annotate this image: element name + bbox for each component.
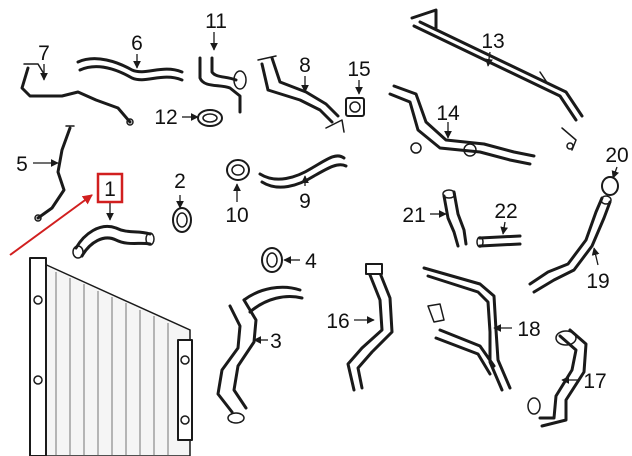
part-9-hose bbox=[258, 154, 348, 189]
leader-lines bbox=[33, 32, 620, 384]
callout-8: 8 bbox=[299, 54, 311, 77]
part-7-pipe bbox=[20, 63, 134, 126]
callouts: 1 2 3 4 5 6 7 8 9 10 11 12 13 14 15 16 1… bbox=[16, 10, 629, 393]
part-10-clamp bbox=[226, 159, 250, 181]
part-17-hose bbox=[527, 328, 588, 428]
part-15-gasket bbox=[345, 97, 365, 117]
radiator-core bbox=[55, 272, 169, 456]
highlight-arrow bbox=[9, 194, 93, 256]
radiator bbox=[29, 257, 193, 456]
callout-15: 15 bbox=[347, 58, 370, 81]
callout-13: 13 bbox=[481, 30, 504, 53]
leader-19 bbox=[591, 247, 600, 266]
part-3-hose bbox=[216, 285, 304, 424]
part-14-pipe bbox=[388, 84, 536, 166]
leader-20 bbox=[611, 166, 620, 179]
leader-22 bbox=[500, 221, 509, 235]
part-12-clamp bbox=[197, 109, 223, 127]
leader-13 bbox=[485, 51, 493, 67]
part-11-hose bbox=[198, 56, 247, 114]
callout-1: 1 bbox=[104, 178, 116, 201]
callout-21: 21 bbox=[402, 204, 425, 227]
callout-2: 2 bbox=[174, 170, 186, 193]
part-20-oring bbox=[601, 176, 619, 196]
callout-22: 22 bbox=[494, 200, 517, 223]
part-4-clamp bbox=[261, 247, 283, 273]
part-19-hose bbox=[528, 195, 612, 294]
callout-16: 16 bbox=[326, 310, 349, 333]
callout-19: 19 bbox=[586, 270, 609, 293]
callout-6: 6 bbox=[131, 32, 143, 55]
part-1-hose bbox=[72, 225, 155, 259]
callout-5: 5 bbox=[16, 153, 28, 176]
part-13-bar bbox=[410, 8, 584, 151]
callout-7: 7 bbox=[38, 42, 50, 65]
part-18-hose bbox=[422, 266, 512, 392]
callout-18: 18 bbox=[517, 318, 540, 341]
callout-14: 14 bbox=[436, 102, 460, 125]
part-6-hose bbox=[76, 57, 184, 82]
callout-12: 12 bbox=[154, 106, 177, 129]
part-16-hose bbox=[346, 263, 394, 392]
part-21-hose bbox=[442, 189, 468, 248]
callout-20: 20 bbox=[605, 144, 628, 167]
callout-4: 4 bbox=[305, 250, 317, 273]
highlight bbox=[9, 172, 124, 256]
part-2-clamp bbox=[172, 207, 192, 233]
part-5-line bbox=[34, 125, 75, 222]
callout-11: 11 bbox=[205, 10, 227, 33]
callout-3: 3 bbox=[270, 330, 282, 353]
callout-9: 9 bbox=[299, 190, 311, 213]
part-22-pipe bbox=[476, 234, 522, 248]
callout-10: 10 bbox=[225, 204, 248, 227]
callout-17: 17 bbox=[583, 370, 606, 393]
highlight-box bbox=[96, 172, 124, 204]
